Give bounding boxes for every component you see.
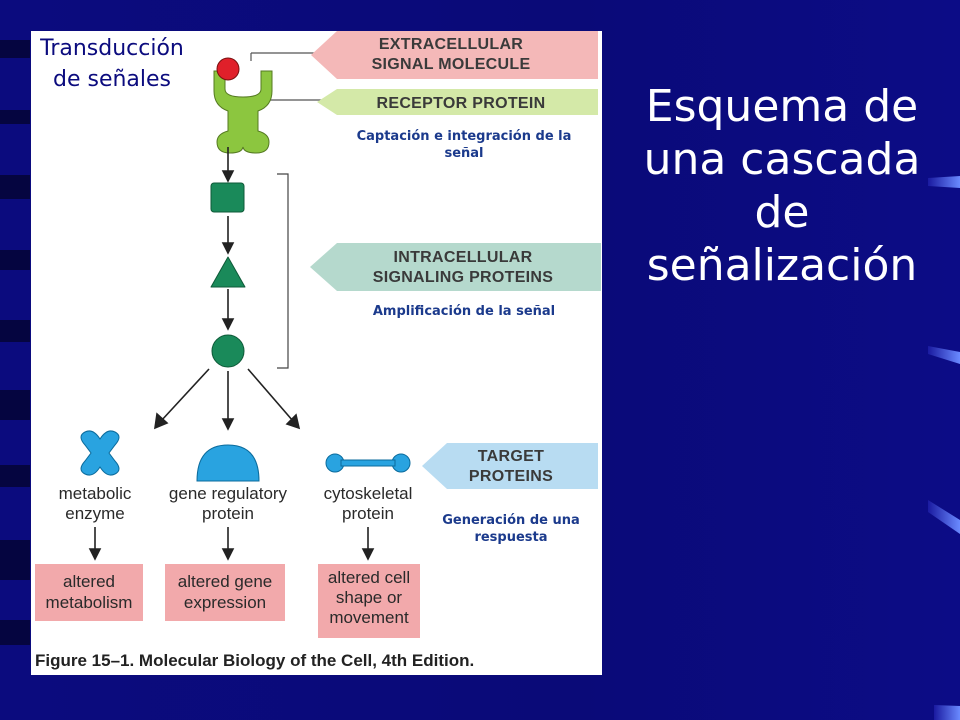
signal-molecule-icon (216, 57, 240, 81)
cytoskeletal-protein-icon (325, 453, 411, 473)
receptor-protein-icon (213, 70, 273, 154)
transduccion-label: Transducción de señales (40, 36, 184, 92)
signaling-cascade-diagram: EXTRACELLULAR SIGNAL MOLECULE RECEPTOR P… (35, 31, 601, 638)
svg-text:shape or: shape or (336, 588, 402, 607)
gene-regulatory-protein-icon (196, 444, 260, 482)
right-decoration (928, 176, 960, 720)
target-labels: metabolic enzyme gene regulatory protein… (59, 484, 413, 523)
left-decoration (0, 0, 40, 720)
intracellular-triangle-protein-icon (210, 256, 246, 288)
banner-line: INTRACELLULAR (394, 249, 533, 266)
result-box-cell-shape: altered cell shape or movement (318, 564, 420, 638)
generacion-note: Generación de una respuesta (442, 513, 580, 545)
result-box-metabolism: altered metabolism (35, 564, 143, 621)
banner-line: RECEPTOR PROTEIN (377, 95, 546, 112)
intracellular-circle-protein-icon (211, 334, 245, 368)
cytoskeletal-label: protein (342, 504, 394, 523)
svg-text:metabolism: metabolism (46, 593, 133, 612)
amplificacion-note: Amplificación de la señal (372, 304, 556, 319)
cytoskeletal-label: cytoskeletal (324, 484, 413, 503)
svg-text:altered cell: altered cell (328, 568, 410, 587)
metabolic-enzyme-icon (80, 430, 120, 476)
svg-text:altered: altered (63, 572, 115, 591)
figure-caption: Figure 15–1. Molecular Biology of the Ce… (35, 651, 475, 670)
target-proteins-banner: TARGET PROTEINS (422, 443, 598, 489)
banner-line: EXTRACELLULAR (379, 36, 523, 53)
metabolic-enzyme-label: enzyme (65, 504, 125, 523)
svg-text:expression: expression (184, 593, 266, 612)
intracellular-signaling-banner: INTRACELLULAR SIGNALING PROTEINS (310, 243, 601, 291)
cascade-arrows (88, 147, 375, 561)
svg-text:altered gene: altered gene (178, 572, 273, 591)
diagram-panel: EXTRACELLULAR SIGNAL MOLECULE RECEPTOR P… (31, 31, 602, 675)
banner-line: PROTEINS (469, 468, 553, 485)
banner-line: TARGET (478, 448, 544, 465)
svg-text:movement: movement (329, 608, 409, 627)
slide-title: Esquema de una cascada de señalización (643, 81, 921, 291)
receptor-protein-banner: RECEPTOR PROTEIN (317, 89, 598, 115)
amplification-bracket (277, 173, 289, 369)
captacion-note: Captación e integración de la señal (356, 129, 572, 161)
gene-regulatory-label: protein (202, 504, 254, 523)
banner-line: SIGNALING PROTEINS (373, 269, 554, 286)
banner-line: SIGNAL MOLECULE (372, 56, 531, 73)
intracellular-square-protein-icon (210, 182, 245, 213)
result-box-gene-expression: altered gene expression (165, 564, 285, 621)
metabolic-enzyme-label: metabolic (59, 484, 132, 503)
gene-regulatory-label: gene regulatory (169, 484, 288, 503)
extracellular-signal-banner: EXTRACELLULAR SIGNAL MOLECULE (311, 31, 598, 79)
